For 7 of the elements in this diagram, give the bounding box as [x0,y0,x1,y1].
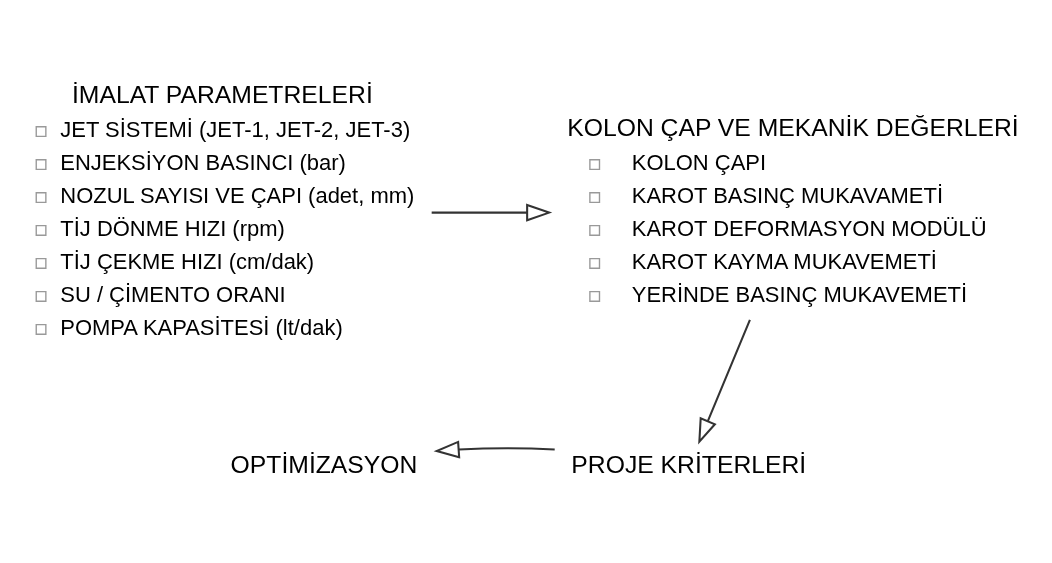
arrow [698,319,751,444]
node-text: KOLON ÇAP VE MEKANİK DEĞERLERİ KOLON ÇAPI KAROT BASINÇ MUKAVAMETİ KAROT DEFORMASYON MODÜLÜ KAROT KAYMA MUKAVEMETİ YERİNDE BASINÇ MUKAVEMETİ [567,113,1019,307]
node-text: PROJE KRİTERLERİ [571,450,807,478]
arrow [431,202,553,222]
node-text: OPTİMİZASYON [230,450,418,478]
arrow [433,439,555,459]
node-text: İMALAT PARAMETRELERİ JET SİSTEMİ (JET-1, JET-2, JET-3) ENJEKSİYON BASINCI (bar) NOZUL SAYISI VE ÇAPI (adet, mm) TİJ DÖNME HIZI (rpm) TİJ ÇEKME HIZI (cm/dak) SU / ÇİMENTO ORANI POMPA KAPASİTESİ (lt/dak) [60,80,415,340]
